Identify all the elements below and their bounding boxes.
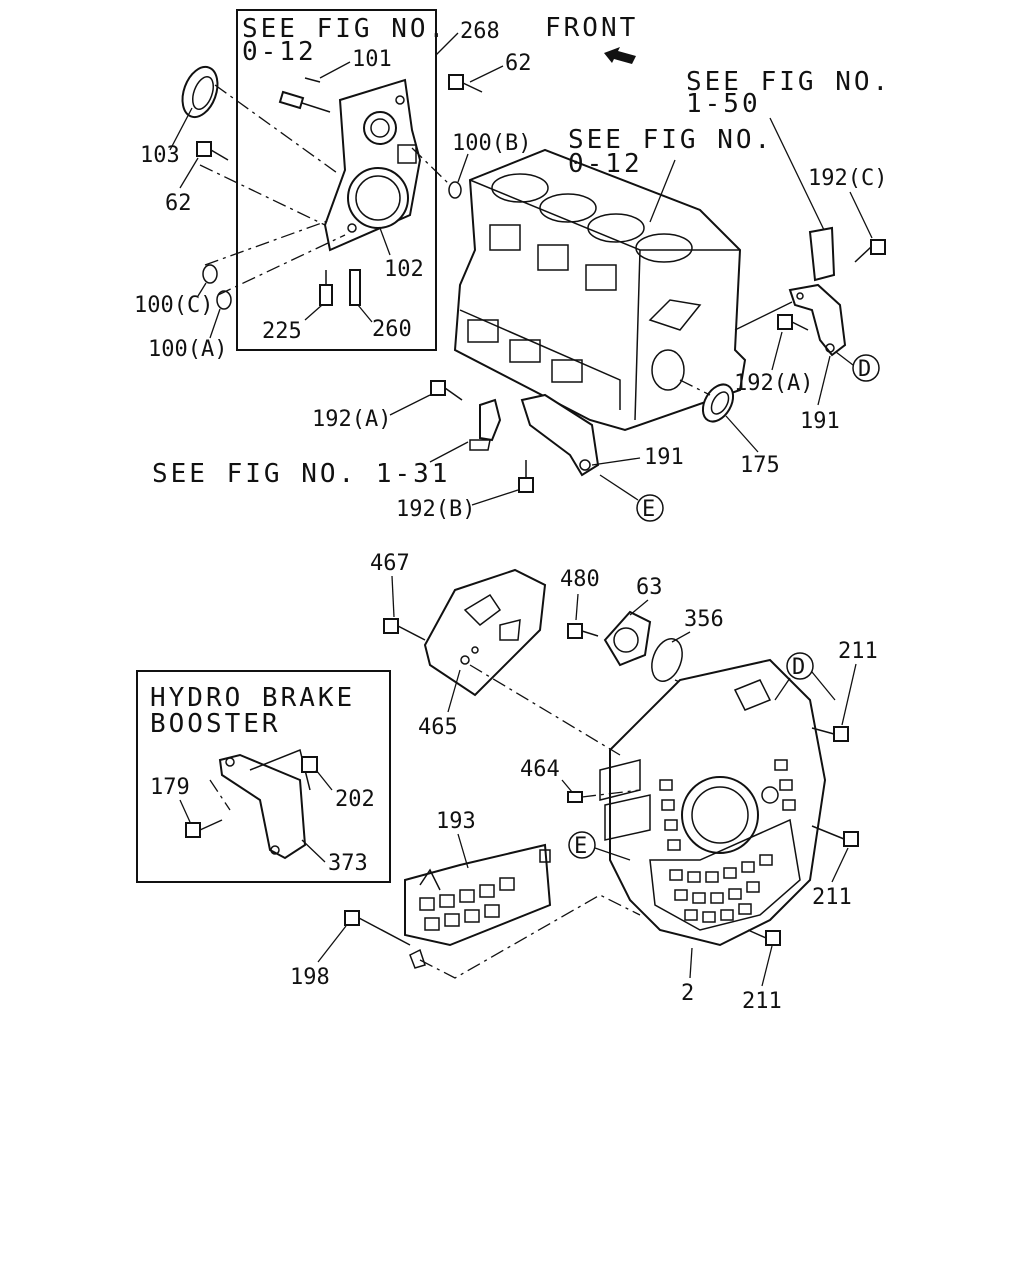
bolt-198-icon xyxy=(344,910,411,946)
label-62-top: 62 xyxy=(505,51,532,76)
callout-E-bottom xyxy=(568,831,596,859)
label-192a-right: 192(A) xyxy=(734,371,813,396)
oil-seal-103-icon xyxy=(181,65,219,119)
hydro-brake-line1: HYDRO BRAKE xyxy=(150,683,355,713)
see-fig-0-12-inset-line2: 0-12 xyxy=(242,37,317,67)
bracket-1-50 xyxy=(808,226,836,282)
see-fig-1-50-line2: 1-50 xyxy=(686,89,761,119)
label-175: 175 xyxy=(740,453,780,478)
callout-D-top-label: D xyxy=(858,357,871,382)
label-373: 373 xyxy=(328,851,368,876)
o-ring-100c-icon xyxy=(202,264,218,284)
o-ring-356-icon xyxy=(651,638,683,682)
label-192c: 192(C) xyxy=(808,166,887,191)
label-480: 480 xyxy=(560,567,600,592)
label-192b: 192(B) xyxy=(396,497,475,522)
label-62-left: 62 xyxy=(165,191,192,216)
label-211-top: 211 xyxy=(838,639,878,664)
bracket-373 xyxy=(218,748,311,860)
callout-E-top xyxy=(636,494,664,522)
label-103: 103 xyxy=(140,143,180,168)
flywheel-housing-2 xyxy=(599,658,827,947)
cover-193 xyxy=(404,843,552,947)
bolt-62-left-icon xyxy=(196,141,229,161)
see-fig-1-31: SEE FIG NO. 1-31 xyxy=(152,459,450,489)
label-100c: 100(C) xyxy=(134,293,213,318)
bolt-467-icon xyxy=(383,618,426,641)
bolt-211-mid-icon xyxy=(811,825,859,847)
dowel-464-icon xyxy=(567,791,583,803)
o-ring-100a-icon xyxy=(216,290,232,310)
engine-mount-191-right xyxy=(788,283,847,357)
engine-mount-191-left xyxy=(479,393,600,477)
bolt-192b-icon xyxy=(518,460,534,493)
stud-225-icon xyxy=(319,270,333,306)
callout-E-bottom-label: E xyxy=(574,834,587,859)
label-211-mid: 211 xyxy=(812,885,852,910)
label-191-left: 191 xyxy=(644,445,684,470)
label-465: 465 xyxy=(418,715,458,740)
label-211-bottom: 211 xyxy=(742,989,782,1014)
o-ring-100b-icon xyxy=(448,181,462,199)
bolt-211-bottom-icon xyxy=(747,929,781,946)
inset-box-hydro-brake xyxy=(136,670,391,883)
label-260: 260 xyxy=(372,317,412,342)
callout-D-top xyxy=(852,354,880,382)
label-356: 356 xyxy=(684,607,724,632)
callout-E-top-label: E xyxy=(642,497,655,522)
see-fig-0-12-block-line1: SEE FIG NO. xyxy=(568,125,773,155)
bolt-480-icon xyxy=(567,623,599,639)
bolt-62-top-icon xyxy=(448,74,483,93)
inset-box-rear-cover xyxy=(236,9,437,351)
label-193: 193 xyxy=(436,809,476,834)
bolt-179-icon xyxy=(185,819,223,838)
bolt-192c-icon xyxy=(854,239,886,263)
rear-plate-465 xyxy=(423,568,547,697)
bolt-101-icon xyxy=(278,77,331,113)
label-63: 63 xyxy=(636,575,663,600)
bolt-211-top-icon xyxy=(811,726,849,742)
nut-202-icon xyxy=(301,756,318,773)
see-fig-0-12-block-line2: 0-12 xyxy=(568,149,643,179)
label-101: 101 xyxy=(352,47,392,72)
label-191-right: 191 xyxy=(800,409,840,434)
bolt-192a-right-icon xyxy=(777,314,809,331)
label-225: 225 xyxy=(262,319,302,344)
see-fig-1-50-line1: SEE FIG NO. xyxy=(686,67,891,97)
cylinder-block xyxy=(453,148,747,432)
front-label: FRONT xyxy=(545,13,638,43)
rear-cover-plate xyxy=(323,78,422,252)
callout-D-bottom xyxy=(786,652,814,680)
label-467: 467 xyxy=(370,551,410,576)
label-100b: 100(B) xyxy=(452,131,531,156)
label-268: 268 xyxy=(460,19,500,44)
hydro-brake-line2: BOOSTER xyxy=(150,709,281,739)
stud-260-icon xyxy=(349,269,361,306)
front-arrow-icon xyxy=(604,47,636,64)
label-100a: 100(A) xyxy=(148,337,227,362)
label-2: 2 xyxy=(681,981,694,1006)
cover-63-icon xyxy=(603,610,652,667)
label-198: 198 xyxy=(290,965,330,990)
oil-seal-175-icon xyxy=(701,383,735,423)
label-202: 202 xyxy=(335,787,375,812)
label-192a-left: 192(A) xyxy=(312,407,391,432)
label-464: 464 xyxy=(520,757,560,782)
bolt-192a-left-icon xyxy=(430,380,463,401)
see-fig-0-12-inset-line1: SEE FIG NO. xyxy=(242,14,447,44)
label-179: 179 xyxy=(150,775,190,800)
label-102: 102 xyxy=(384,257,424,282)
callout-D-bottom-label: D xyxy=(792,655,805,680)
